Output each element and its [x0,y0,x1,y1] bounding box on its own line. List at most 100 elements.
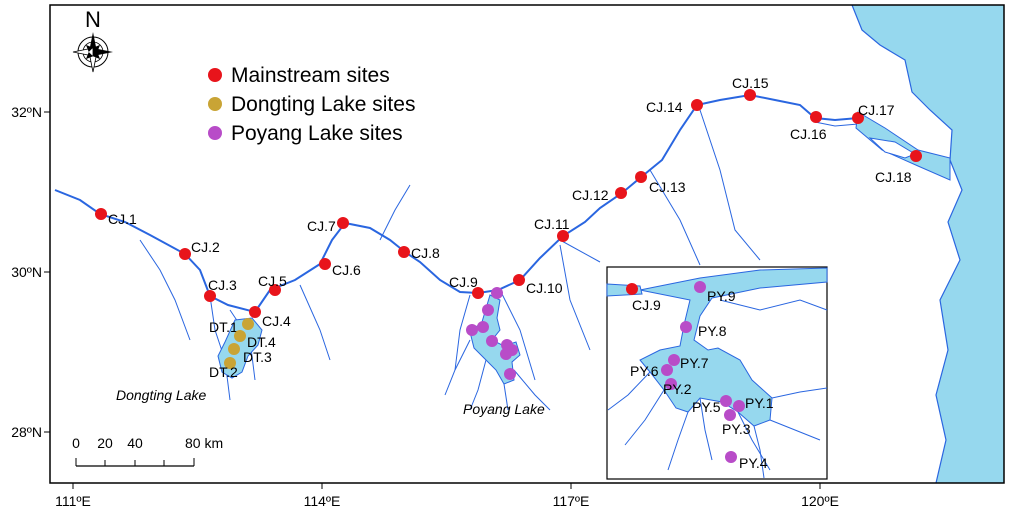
mainstream-site-label: CJ.7 [307,218,336,234]
legend-label: Poyang Lake sites [231,122,403,145]
dongting-site-label: DT.2 [209,364,238,380]
mainstream-site-marker [810,111,822,123]
inset-poyang-site-label: PY.7 [680,355,709,371]
mainstream-site-label: CJ.5 [258,273,287,289]
poyang-lake [469,294,521,385]
mainstream-site-marker [744,89,756,101]
mainstream-site-label: CJ.16 [790,126,827,142]
dongting-site-marker [224,357,236,369]
mainstream-site-label: CJ.12 [572,187,609,203]
scale-label: 0 [72,435,80,451]
inset-poyang-site-label: PY.3 [722,421,751,437]
poyang-site-marker [500,348,512,360]
y-tick-label: 30ºN [11,264,42,280]
lake-label-dongting: Dongting Lake [116,387,207,403]
x-tick-label: 120ºE [801,493,839,509]
mainstream-site-marker [319,258,331,270]
mainstream-site-label: CJ.13 [649,179,686,195]
y-tick-label: 32ºN [11,104,42,120]
mainstream-site-marker [557,230,569,242]
inset-poyang-site-label: PY.9 [707,288,736,304]
scale-label: 40 [127,435,143,451]
mainstream-site-label: CJ.4 [262,313,291,329]
inset-poyang-site-label: PY.2 [663,381,692,397]
x-axis: 111ºE 114ºE 117ºE 120ºE [55,483,839,509]
mainstream-site-marker [635,171,647,183]
poyang-rivers [444,339,551,411]
inset-mainstream-site-label: CJ.9 [632,297,661,313]
poyang-site-marker [477,321,489,333]
mainstream-site-marker [95,208,107,220]
inset-poyang-site-label: PY.1 [745,395,774,411]
inset-poyang-site-label: PY.5 [692,399,721,415]
inset-poyang-site-marker [665,378,677,390]
mainstream-site-marker [249,306,261,318]
inset-poyang-site-marker [661,364,673,376]
y-axis: 32ºN 30ºN 28ºN [11,104,50,440]
sea-area [852,5,1004,483]
mainstream-site-marker [179,248,191,260]
mainstream-site-marker [269,284,281,296]
mainstream-site-label: CJ.10 [526,280,563,296]
inset-poyang-site-marker [694,281,706,293]
legend: Mainstream sites Dongting Lake sites Poy… [208,64,415,145]
scale-bar: 0 20 40 80 km [72,435,223,467]
mainstream-site-marker [204,290,216,302]
inset-poyang-site-marker [720,395,732,407]
dongting-site-marker [234,330,246,342]
inset-poyang-site-marker [680,321,692,333]
compass-icon [72,32,113,73]
mainstream-site-label: CJ.11 [534,216,570,232]
inset-poyang-site-marker [725,451,737,463]
x-tick-label: 114ºE [304,493,341,509]
mainstream-site-marker [691,99,703,111]
inset-mainstream-site-marker [626,283,638,295]
dongting-site-label: DT.3 [243,349,272,365]
y-tick-label: 28ºN [11,424,42,440]
dongting-site-marker [228,343,240,355]
mainstream-site-label: CJ.2 [191,239,220,255]
mainstream-site-label: CJ.9 [449,274,478,290]
legend-label: Mainstream sites [231,64,390,87]
mainstream-site-label: CJ.3 [208,277,237,293]
mainstream-site-marker [337,217,349,229]
mainstream-site-marker [615,187,627,199]
map-frame [49,4,1005,484]
mainstream-site-label: CJ.8 [411,245,440,261]
legend-label: Dongting Lake sites [231,93,415,116]
inset-poyang-site-label: PY.4 [739,455,768,471]
x-tick-label: 117ºE [553,493,590,509]
scale-label: 20 [97,435,113,451]
tributaries [139,109,761,401]
mainstream-site-label: CJ.18 [875,169,912,185]
poyang-site-marker [491,287,503,299]
mainstream-site-label: CJ.1 [108,211,137,227]
dongting-site-marker [242,318,254,330]
mainstream-site-label: CJ.6 [332,262,361,278]
legend-marker-dongting [208,97,222,111]
dongting-site-label: DT.4 [247,334,276,350]
inset-poyang-site-marker [668,354,680,366]
lake-label-poyang: Poyang Lake [463,401,545,417]
poyang-site-marker [486,335,498,347]
compass-north-label: N [85,7,101,32]
legend-marker-mainstream [208,68,222,82]
inset-rivers [607,299,828,479]
mainstream-site-marker [513,274,525,286]
poyang-site-marker [466,324,478,336]
dongting-site-label: DT.1 [209,319,238,335]
main-sites: CJ.1CJ.2CJ.3CJ.4 CJ.5 CJ.6 CJ.7CJ.8CJ.9 CJ.1… [95,75,922,380]
mainstream-site-label: CJ.15 [732,75,769,91]
estuary [855,111,951,181]
mainstream-site-label: CJ.17 [858,102,895,118]
inset-poyang-site-marker [724,409,736,421]
mainstream-site-marker [852,112,864,124]
poyang-site-marker [504,368,516,380]
mainstream-site-marker [910,150,922,162]
poyang-site-marker [482,304,494,316]
mainstream-site-label: CJ.14 [646,99,683,115]
inset-poyang-site-label: PY.8 [698,323,727,339]
